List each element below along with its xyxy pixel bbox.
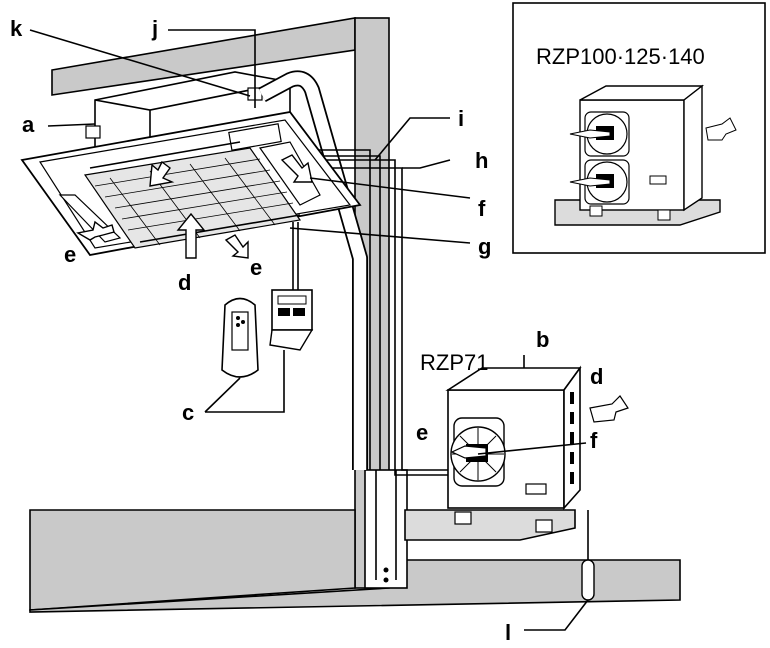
- label-h: h: [475, 148, 488, 173]
- label-f-indoor: f: [478, 196, 486, 221]
- labels: k j a i h f g e d e b RZP71 d c e f l: [10, 16, 603, 645]
- label-f-outdoor: f: [590, 428, 598, 453]
- discharge-arrow-right: [280, 154, 313, 183]
- wired-remote: [269, 289, 314, 351]
- outdoor-intake-arrow: [589, 395, 629, 423]
- label-e-left: e: [64, 242, 76, 267]
- label-b: b: [536, 327, 549, 352]
- discharge-arrow-front: [224, 234, 249, 259]
- wireless-remote: [221, 297, 259, 378]
- label-i: i: [458, 106, 464, 131]
- outdoor-model-label: RZP71: [420, 350, 488, 375]
- floor-slab: [29, 509, 356, 611]
- outdoor-discharge-arrow: [450, 445, 487, 459]
- label-l: l: [505, 620, 511, 645]
- label-g: g: [478, 234, 491, 259]
- label-a: a: [22, 112, 35, 137]
- label-j: j: [151, 16, 158, 41]
- discharge-arrow-top: [149, 160, 175, 187]
- label-d-indoor: d: [178, 270, 191, 295]
- drain-hose: [581, 559, 595, 601]
- decoration-panel: [20, 111, 362, 256]
- outdoor-base: [404, 509, 576, 541]
- piping: [258, 70, 455, 476]
- label-c: c: [182, 400, 194, 425]
- suction-grille: [83, 147, 302, 249]
- leader-lines: [29, 29, 589, 631]
- airflow-arrows: [76, 154, 313, 259]
- discharge-arrow-left: [76, 220, 115, 241]
- label-e-outdoor: e: [416, 420, 428, 445]
- label-k: k: [10, 16, 23, 41]
- intake-arrow: [176, 212, 206, 259]
- label-d-outdoor: d: [590, 364, 603, 389]
- inset-box: RZP100·125·140: [512, 2, 766, 254]
- inset-model-label: RZP100·125·140: [536, 44, 705, 69]
- label-e-mid: e: [250, 255, 262, 280]
- outdoor-unit-rzp71: [404, 365, 629, 601]
